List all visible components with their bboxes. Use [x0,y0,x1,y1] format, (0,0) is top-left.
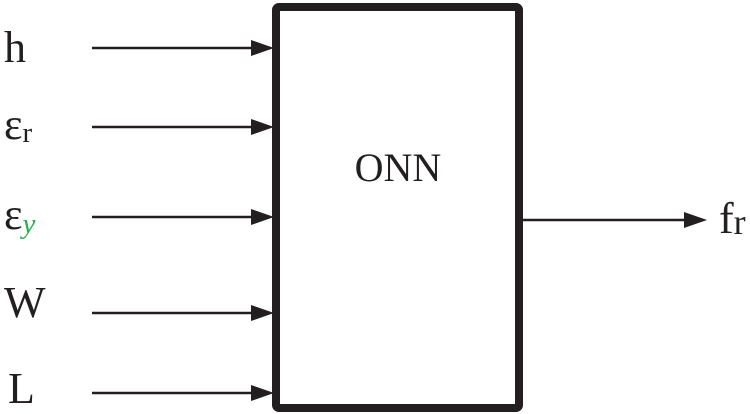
arrowhead-icon [251,119,274,135]
input-epsilon-r: εr [4,100,274,149]
onn-block [272,3,523,412]
output-fr: fr [523,194,746,243]
arrowhead-icon [251,385,274,401]
input-label-l: L [8,364,35,413]
input-label-epsilon-y: εy [4,190,35,240]
arrowhead-icon [251,209,274,225]
input-l: L [8,364,274,413]
input-w: W [4,278,274,327]
input-label-epsilon-r: εr [4,100,32,149]
onn-block-label-text: ONN [355,145,442,190]
arrowhead-icon [684,212,707,228]
input-label-h: h [4,23,26,72]
input-label-w: W [4,278,46,327]
arrowhead-icon [251,40,274,56]
input-epsilon-y: εy [4,190,274,240]
output-label-fr: fr [719,194,746,243]
arrowhead-icon [251,305,274,321]
onn-block-label: ONN [355,145,442,190]
input-h: h [4,23,274,72]
